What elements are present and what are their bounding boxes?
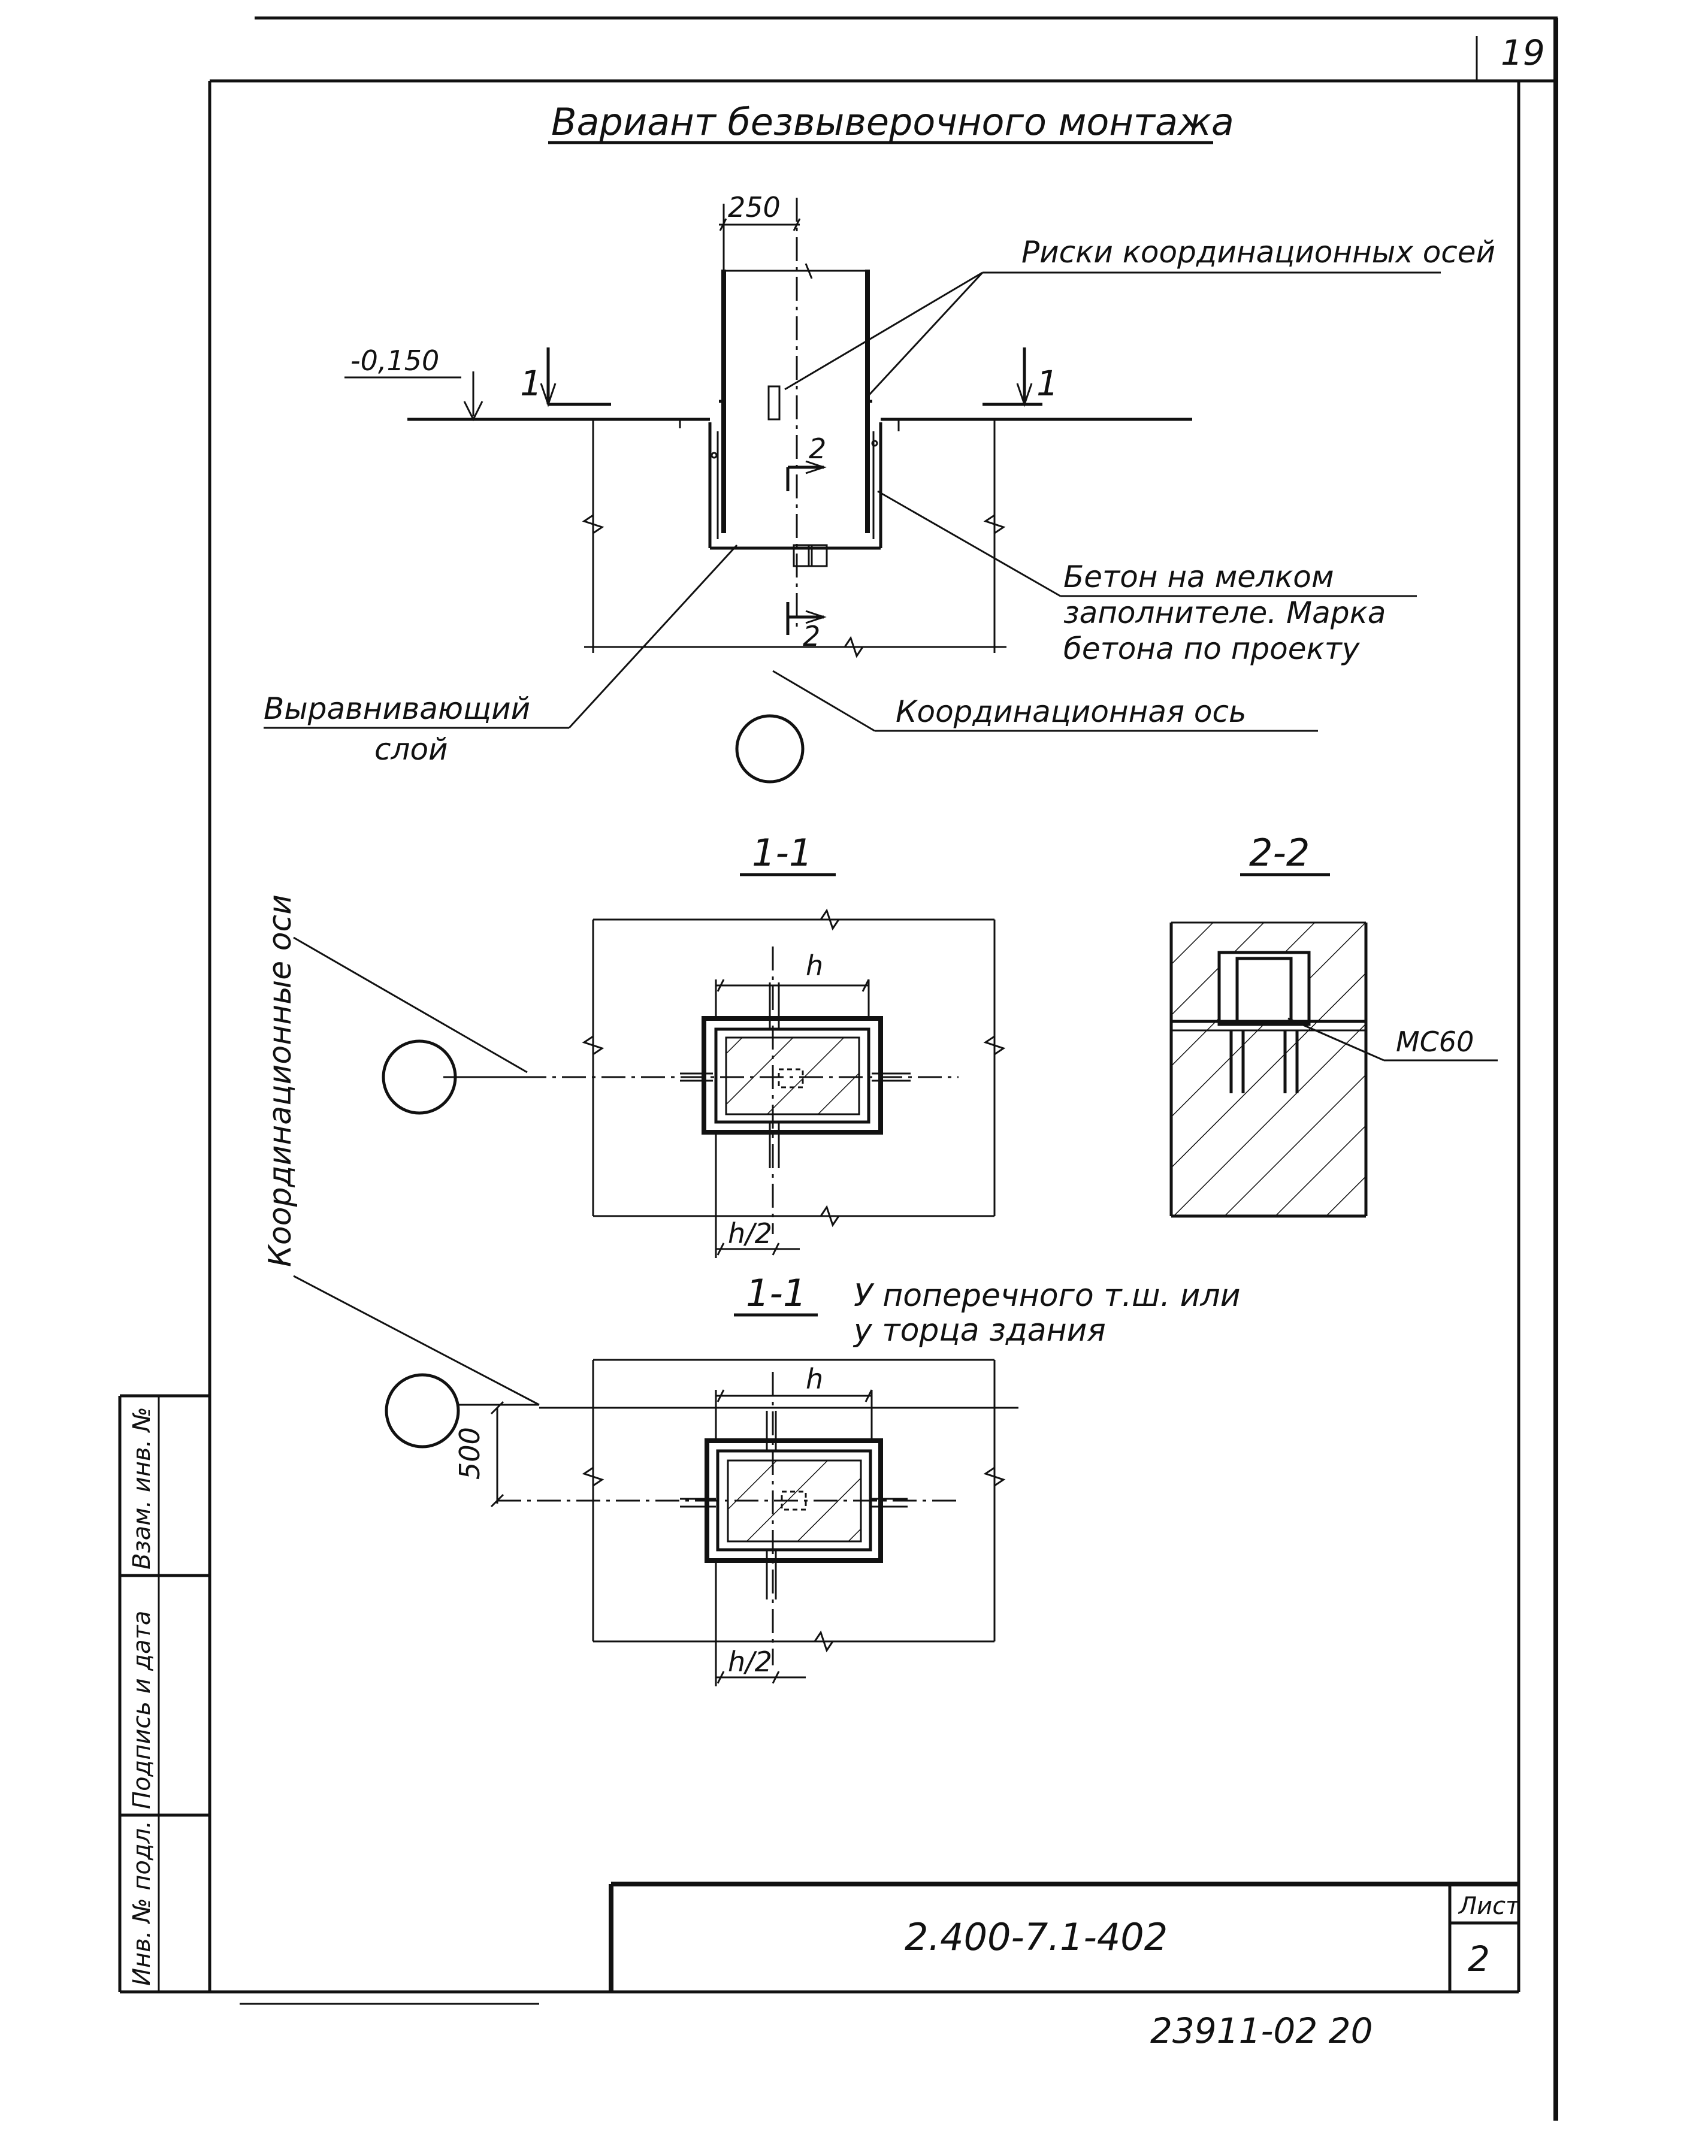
sheet-label: Лист xyxy=(1458,1892,1520,1920)
section-1-1-dim-h2: h/2 xyxy=(728,1217,772,1250)
dim-250: 250 xyxy=(728,191,781,223)
left-label: Координационные оси xyxy=(262,894,298,1267)
sheet-number: 2 xyxy=(1468,1939,1490,1979)
axis-bubble-section-end xyxy=(385,1373,460,1449)
label-leveling-1: Выравнивающий xyxy=(264,691,530,726)
sheet-frame xyxy=(120,16,1558,2121)
section-1-1-end-dim-500: 500 xyxy=(454,1427,486,1480)
label-leveling-2: слой xyxy=(374,732,448,767)
axis-bubble xyxy=(735,714,805,784)
section-mark-1-right: 1 xyxy=(1036,363,1059,404)
section-1-1-end-caption-1: У поперечного т.ш. или xyxy=(854,1278,1241,1314)
section-1-1-end-title: 1-1 xyxy=(746,1271,806,1315)
section-1-1-end-plan xyxy=(490,1359,1018,1686)
label-risks: Риски координационных осей xyxy=(1021,235,1495,270)
section-2-2-detail xyxy=(1169,921,1498,1218)
section-mark-2-top: 2 xyxy=(809,433,826,465)
section-mark-2-bottom: 2 xyxy=(803,620,820,652)
title-block xyxy=(609,1882,1519,1992)
page-number: 19 xyxy=(1501,32,1545,73)
level-mark: -0,150 xyxy=(350,344,439,377)
section-mark-1-left: 1 xyxy=(520,363,542,404)
drawing-title: Вариант безвыверочного монтажа xyxy=(551,100,1234,144)
bottom-number: 23911-02 20 xyxy=(1150,2010,1373,2051)
section-1-1-end-dim-h2: h/2 xyxy=(728,1646,772,1678)
section-1-1-end-caption-2: у торца здания xyxy=(853,1313,1106,1348)
stamp-inv-podl: Инв. № подл. xyxy=(128,1821,156,1986)
label-concrete-3: бетона по проекту xyxy=(1063,631,1361,666)
stamp-column xyxy=(118,1394,210,1992)
label-axis: Координационная ось xyxy=(896,694,1246,729)
section-1-1-dim-h: h xyxy=(806,950,823,982)
stamp-podpis-data: Подпись и дата xyxy=(128,1611,156,1809)
section-1-1-title: 1-1 xyxy=(752,831,812,875)
document-code: 2.400-7.1-402 xyxy=(905,1915,1168,1959)
section-2-2-title: 2-2 xyxy=(1249,831,1310,875)
axis-bubble-section-1 xyxy=(382,1039,457,1115)
stamp-vzam-inv: Взам. инв. № xyxy=(128,1407,156,1570)
section-1-1-end-dim-h: h xyxy=(806,1363,823,1395)
section-2-2-mc60: МС60 xyxy=(1396,1026,1474,1058)
label-concrete-1: Бетон на мелком xyxy=(1063,560,1334,594)
section-1-1-plan xyxy=(443,908,1006,1258)
coordination-axes-callout xyxy=(293,936,540,1449)
label-concrete-2: заполнителе. Марка xyxy=(1063,595,1386,630)
elevation-view xyxy=(264,198,1441,784)
